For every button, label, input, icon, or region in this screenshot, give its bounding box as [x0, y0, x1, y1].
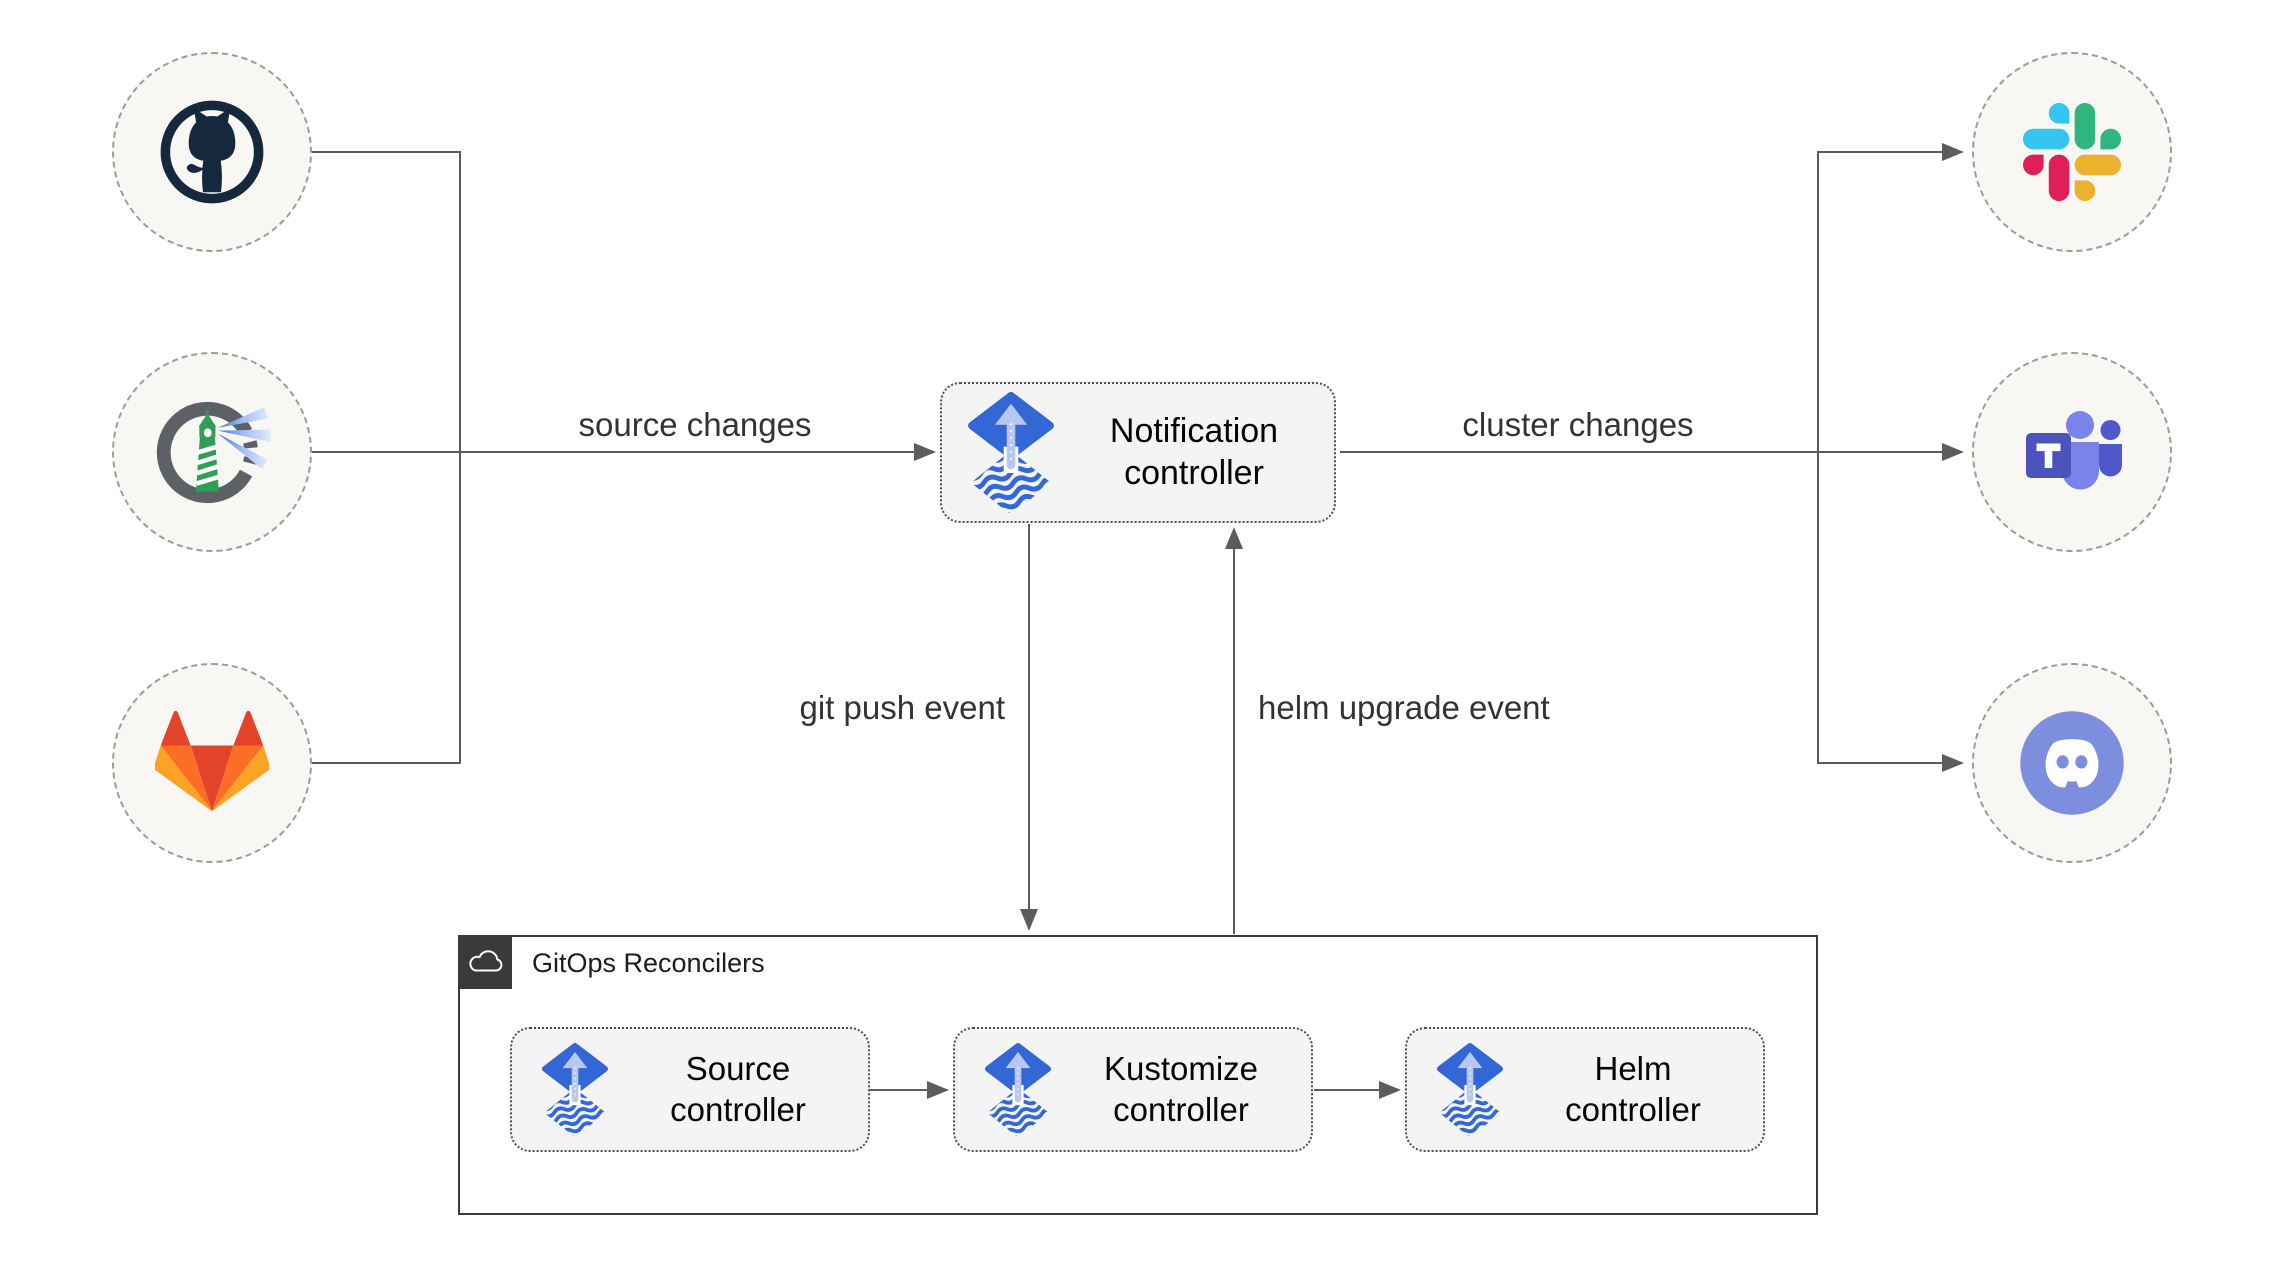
- notification-controller-label: Notification controller: [1109, 412, 1279, 492]
- edge-label-source-changes: source changes: [578, 406, 812, 443]
- node-harbor[interactable]: [112, 352, 312, 552]
- node-github[interactable]: [112, 52, 312, 252]
- node-helm-controller[interactable]: Helm controller: [1405, 1027, 1765, 1152]
- flux-icon: [985, 1043, 1051, 1136]
- gitops-group-title: GitOps Reconcilers: [532, 947, 765, 978]
- edge-label-cluster-changes: cluster changes: [1462, 406, 1694, 443]
- flux-icon: [1437, 1043, 1503, 1136]
- discord-icon: [2017, 708, 2127, 818]
- flux-icon: [968, 392, 1054, 513]
- edge-label-git-push-event: git push event: [799, 689, 1005, 726]
- helm-controller-label: Helm controller: [1565, 1050, 1701, 1128]
- edge-label-helm-upgrade-event: helm upgrade event: [1258, 689, 1550, 726]
- kustomize-controller-label: Kustomize controller: [1103, 1050, 1259, 1128]
- github-icon: [159, 99, 265, 205]
- ms-teams-icon: [2020, 404, 2124, 500]
- node-gitlab[interactable]: [112, 663, 312, 863]
- source-controller-label: Source controller: [670, 1050, 806, 1128]
- node-source-controller[interactable]: Source controller: [510, 1027, 870, 1152]
- node-kustomize-controller[interactable]: Kustomize controller: [953, 1027, 1313, 1152]
- node-ms-teams[interactable]: [1972, 352, 2172, 552]
- node-notification-controller[interactable]: Notification controller: [940, 382, 1336, 523]
- gitlab-icon: [155, 709, 269, 818]
- node-slack[interactable]: [1972, 52, 2172, 252]
- cloud-icon: [468, 950, 504, 976]
- flux-icon: [542, 1043, 608, 1136]
- gitops-group-tab: [460, 937, 512, 989]
- node-discord[interactable]: [1972, 663, 2172, 863]
- harbor-icon: [152, 395, 272, 510]
- slack-icon: [2023, 103, 2121, 201]
- gitops-reconcilers-group: GitOps Reconcilers: [458, 935, 1818, 1215]
